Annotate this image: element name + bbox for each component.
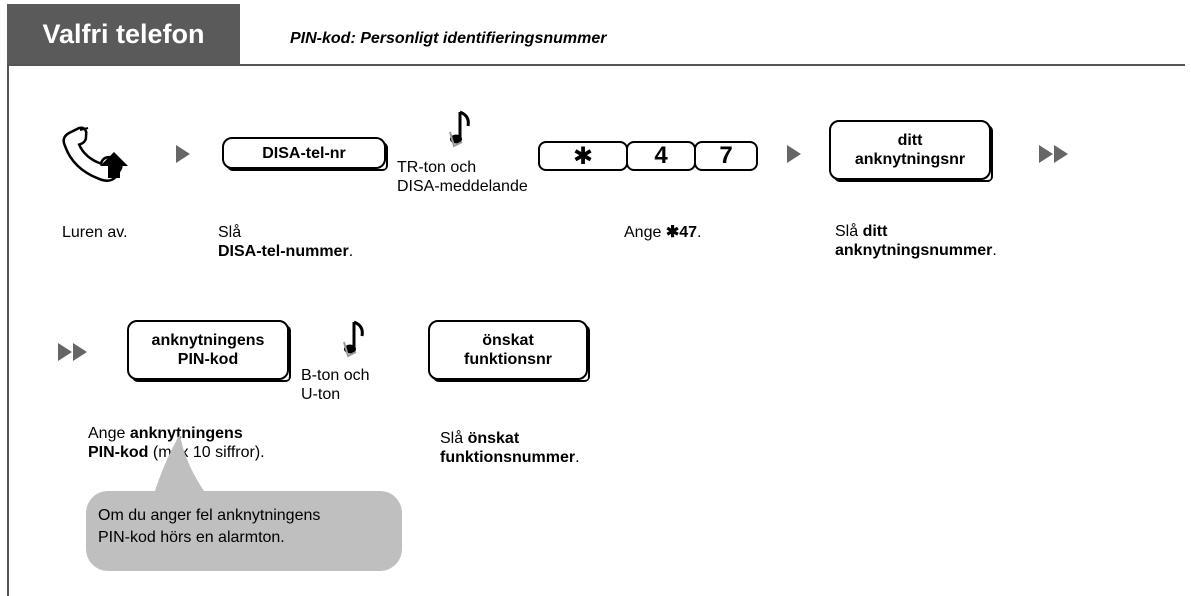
- page-subtitle: PIN-kod: Personligt identifieringsnummer: [290, 30, 607, 47]
- arrow-right-icon: [176, 145, 190, 163]
- key-feat-line1: önskat: [482, 332, 534, 349]
- note-line2: PIN-kod hörs en alarmton.: [98, 529, 285, 546]
- key-feat-line2: funktionsnr: [464, 351, 552, 368]
- note-line1: Om du anger fel anknytningens: [98, 507, 321, 524]
- key-pin-line1: anknytningens: [151, 332, 265, 349]
- caption-ext-text: Slå: [835, 223, 863, 240]
- tone2-line1: B-ton och: [301, 367, 370, 384]
- caption-enter-code-bold: ✱47: [665, 224, 698, 241]
- dial-star-label: ✱: [572, 142, 594, 170]
- caption-ext-bold2: anknytningsnummer: [835, 242, 993, 259]
- tone1-line2: DISA-meddelande: [397, 178, 528, 195]
- handset-off-hook-icon: [62, 126, 128, 182]
- caption-pin-text: Ange: [88, 425, 130, 442]
- double-arrow-icon: [73, 343, 87, 361]
- caption-feat-bold1: önskat: [467, 430, 520, 447]
- key-disa-label: DISA-tel-nr: [262, 144, 346, 162]
- double-arrow-icon: [58, 343, 72, 361]
- dial-key-7: 7: [694, 141, 758, 171]
- caption-enter-end: .: [697, 224, 702, 241]
- caption-disa: Slå DISA-tel-nummer.: [218, 223, 353, 261]
- caption-disa-line1: Slå: [218, 224, 242, 241]
- caption-enter-text: Ange: [624, 224, 666, 241]
- caption-feat: Slå önskat funktionsnummer.: [440, 429, 580, 467]
- note-bubble: Om du anger fel anknytningens PIN-kod hö…: [86, 491, 402, 571]
- tone2-label: B-ton och U-ton: [301, 366, 369, 404]
- dial-7-label: 7: [719, 142, 733, 169]
- caption-enter-code: Ange ✱47.: [624, 223, 701, 242]
- double-arrow-icon: [1039, 145, 1053, 163]
- key-ditt-anknytningsnr: ditt anknytningsnr: [829, 120, 993, 182]
- page-title: Valfri telefon: [7, 4, 240, 64]
- key-pin-line2: PIN-kod: [177, 351, 239, 368]
- frame-left-border: [7, 4, 9, 596]
- dial-4-label: 4: [654, 142, 668, 169]
- caption-pin-bold2: PIN-kod: [88, 444, 149, 461]
- dial-key-star: ✱: [538, 141, 628, 171]
- tone-note-icon: [343, 320, 364, 358]
- tone1-line1: TR-ton och: [397, 159, 477, 176]
- caption-disa-bold: DISA-tel-nummer: [218, 243, 349, 260]
- tone-note-icon: [449, 110, 470, 148]
- caption-disa-end: .: [348, 243, 354, 260]
- key-onskat-funktionsnr: önskat funktionsnr: [428, 320, 590, 382]
- header-bar: [7, 4, 1185, 66]
- caption-handset: Luren av.: [62, 224, 128, 241]
- caption-ext: Slå ditt anknytningsnummer.: [835, 222, 997, 260]
- double-arrow-icon: [1054, 145, 1068, 163]
- caption-feat-end: .: [575, 449, 580, 466]
- caption-pin-bold1: anknytningens: [129, 425, 243, 442]
- tone1-label: TR-ton och DISA-meddelande: [397, 158, 528, 196]
- caption-ext-end: .: [992, 242, 997, 259]
- dial-key-4: 4: [626, 141, 696, 171]
- key-anknytningens-pin-kod: anknytningens PIN-kod: [127, 320, 291, 382]
- caption-feat-text: Slå: [440, 430, 468, 447]
- caption-feat-bold2: funktionsnummer: [440, 449, 576, 466]
- key-ext-line2: anknytningsnr: [854, 151, 966, 168]
- key-ext-line1: ditt: [897, 132, 923, 149]
- arrow-right-icon: [787, 145, 801, 163]
- caption-ext-bold1: ditt: [862, 223, 888, 240]
- key-disa-tel-nr: DISA-tel-nr: [222, 137, 388, 171]
- tone2-line2: U-ton: [301, 386, 341, 403]
- note-bubble-tail: [154, 434, 206, 494]
